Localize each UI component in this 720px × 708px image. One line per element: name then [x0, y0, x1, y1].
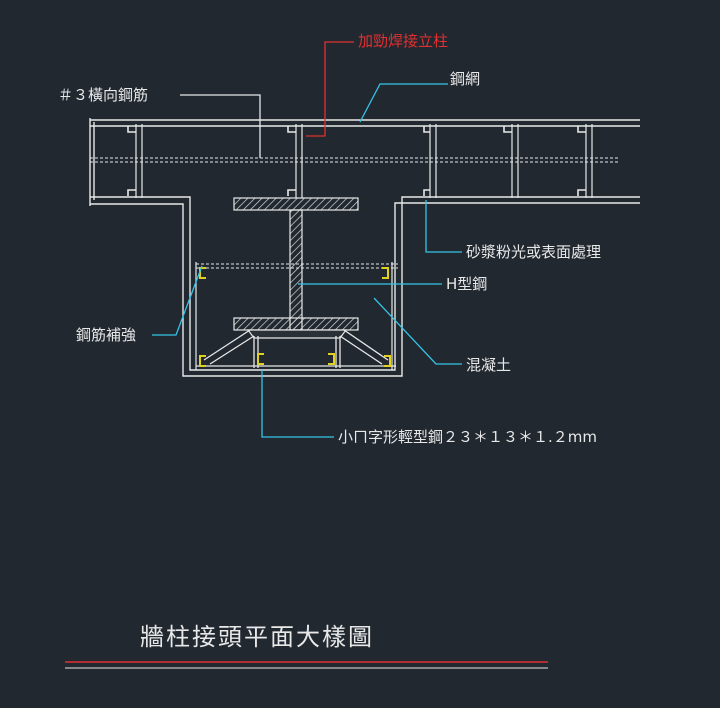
channel-braces: [196, 329, 396, 368]
leader-lines: [152, 41, 462, 438]
leader-mortar: [425, 200, 462, 253]
label-steel-mesh: 鋼網: [450, 70, 481, 88]
steel-mesh: [135, 124, 593, 370]
label-concrete: 混凝土: [466, 356, 512, 374]
label-h-steel: H型鋼: [446, 275, 488, 293]
wall-outline: [89, 118, 640, 377]
h-steel-section: [233, 197, 359, 339]
leader-concrete: [373, 297, 462, 365]
label-light-channel-steel: 小ㄇ字形輕型鋼２３＊１３＊１.２mm: [338, 428, 597, 446]
label-mortar-finish: 砂漿粉光或表面處理: [466, 243, 602, 261]
drawing-title: 牆柱接頭平面大樣圖: [140, 623, 374, 651]
mesh-ties: [127, 126, 586, 196]
leader-mesh: [359, 83, 448, 123]
leader-stiffener: [306, 41, 354, 137]
label-rebar-3-horizontal: ＃３橫向鋼筋: [58, 86, 149, 104]
leader-reinforcement: [152, 265, 203, 336]
label-rebar-reinforcement: 鋼筋補強: [76, 326, 137, 344]
label-stiffener-weld-column: 加勁焊接立柱: [358, 32, 449, 50]
leader-rebar3: [180, 94, 261, 158]
leader-channel: [261, 370, 334, 438]
